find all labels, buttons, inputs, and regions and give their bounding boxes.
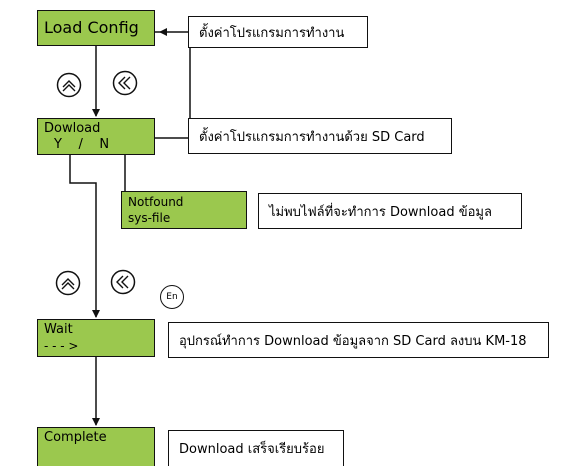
lcd-load-config-text: Load Config	[44, 18, 139, 37]
lcd-download: Dowload Y / N	[37, 118, 155, 155]
desc-load-config: ตั้งค่าโปรแกรมการทำงาน	[188, 16, 368, 48]
desc-download-text: ตั้งค่าโปรแกรมการทำงานด้วย SD Card	[199, 129, 425, 145]
desc-load-config-text: ตั้งค่าโปรแกรมการทำงาน	[199, 25, 345, 41]
desc-complete-text: Download เสร็จเรียบร้อย	[179, 442, 325, 457]
desc-complete: Download เสร็จเรียบร้อย	[168, 430, 344, 466]
lcd-notfound-line2: sys-file	[128, 211, 171, 225]
enter-button[interactable]: En	[160, 285, 184, 309]
back-button-1[interactable]	[112, 70, 138, 96]
lcd-download-line1: Dowload	[44, 121, 101, 136]
desc-wait-text: อุปกรณ์ทำการ Download ข้อมูลจาก SD Card …	[179, 333, 527, 349]
desc-notfound: ไม่พบไฟล์ที่จะทำการ Download ข้อมูล	[258, 193, 522, 229]
enter-button-label: En	[166, 292, 178, 302]
lcd-notfound-line1: Notfound	[128, 195, 184, 209]
desc-notfound-text: ไม่พบไฟล์ที่จะทำการ Download ข้อมูล	[269, 204, 492, 220]
up-button-2[interactable]	[55, 270, 81, 296]
lcd-complete: Complete	[37, 427, 155, 466]
lcd-wait-line2: - - - >	[44, 339, 79, 353]
lcd-wait-line1: Wait	[44, 322, 73, 337]
lcd-wait: Wait - - - >	[37, 319, 155, 357]
desc-download: ตั้งค่าโปรแกรมการทำงานด้วย SD Card	[188, 118, 452, 154]
back-button-2[interactable]	[110, 269, 136, 295]
lcd-notfound: Notfound sys-file	[121, 191, 247, 229]
up-button-1[interactable]	[56, 72, 82, 98]
lcd-download-line2: Y / N	[54, 137, 110, 152]
desc-wait: อุปกรณ์ทำการ Download ข้อมูลจาก SD Card …	[168, 322, 549, 358]
lcd-complete-text: Complete	[44, 430, 107, 445]
lcd-load-config: Load Config	[37, 10, 155, 46]
